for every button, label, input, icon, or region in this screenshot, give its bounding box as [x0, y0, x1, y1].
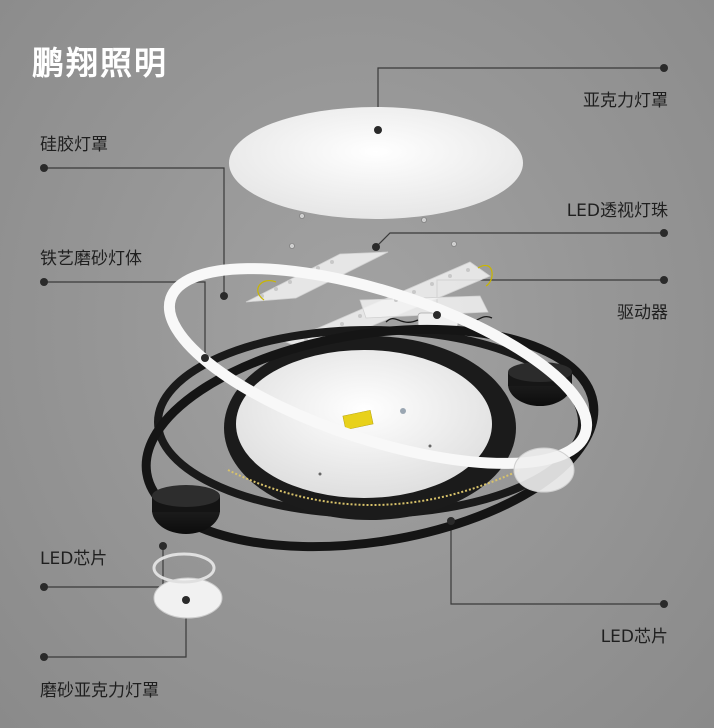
callout-line-led-beads: [375, 232, 664, 248]
dot-led-chip-left-target: [159, 542, 167, 550]
dot-led-chip-right-target: [447, 517, 455, 525]
callout-dots: [40, 64, 668, 661]
callout-line-iron-body: [44, 281, 206, 358]
dot-driver-end: [660, 276, 668, 284]
label-driver: 驱动器: [617, 303, 668, 323]
led-chip-strip: [227, 469, 521, 506]
dot-led-beads-end: [660, 229, 668, 237]
label-frosted-acrylic-cover: 磨砂亚克力灯罩: [40, 681, 159, 701]
dot-silicone-cover-target: [220, 292, 228, 300]
dot-led-chip-left-start: [40, 583, 48, 591]
callout-line-led-chip-right: [450, 521, 664, 605]
label-led-chip-right: LED芯片: [600, 627, 668, 647]
dot-frosted-cover-start: [40, 653, 48, 661]
dot-silicone-cover-start: [40, 164, 48, 172]
brand-title: 鹏翔照明: [32, 44, 169, 82]
silicone-ring: [163, 263, 593, 469]
black-pods: [152, 362, 572, 534]
dot-iron-body-target: [201, 354, 209, 362]
led-chip-board-left: [152, 552, 216, 584]
dot-acrylic-cover-end: [660, 64, 668, 72]
label-silicone-cover: 硅胶灯罩: [40, 135, 108, 155]
acrylic-cover-disc: [229, 107, 523, 219]
frosted-lens-right: [513, 447, 575, 493]
label-sticker: [342, 409, 374, 431]
callout-line-frosted-cover: [44, 600, 187, 658]
label-led-chip-left: LED芯片: [40, 549, 108, 569]
label-acrylic-cover: 亚克力灯罩: [583, 91, 668, 111]
label-iron-frosted-body: 铁艺磨砂灯体: [40, 249, 142, 269]
dot-iron-body-start: [40, 278, 48, 286]
screws: [289, 213, 457, 249]
dot-frosted-cover-target: [182, 596, 190, 604]
dot-led-beads-target: [372, 243, 380, 251]
black-ring-tilted: [141, 324, 599, 552]
dot-acrylic-cover-target: [374, 126, 382, 134]
dot-driver-target: [433, 311, 441, 319]
callout-line-silicone-cover: [44, 167, 225, 296]
dot-led-chip-right-end: [660, 600, 668, 608]
label-led-beads: LED透视灯珠: [566, 201, 668, 221]
